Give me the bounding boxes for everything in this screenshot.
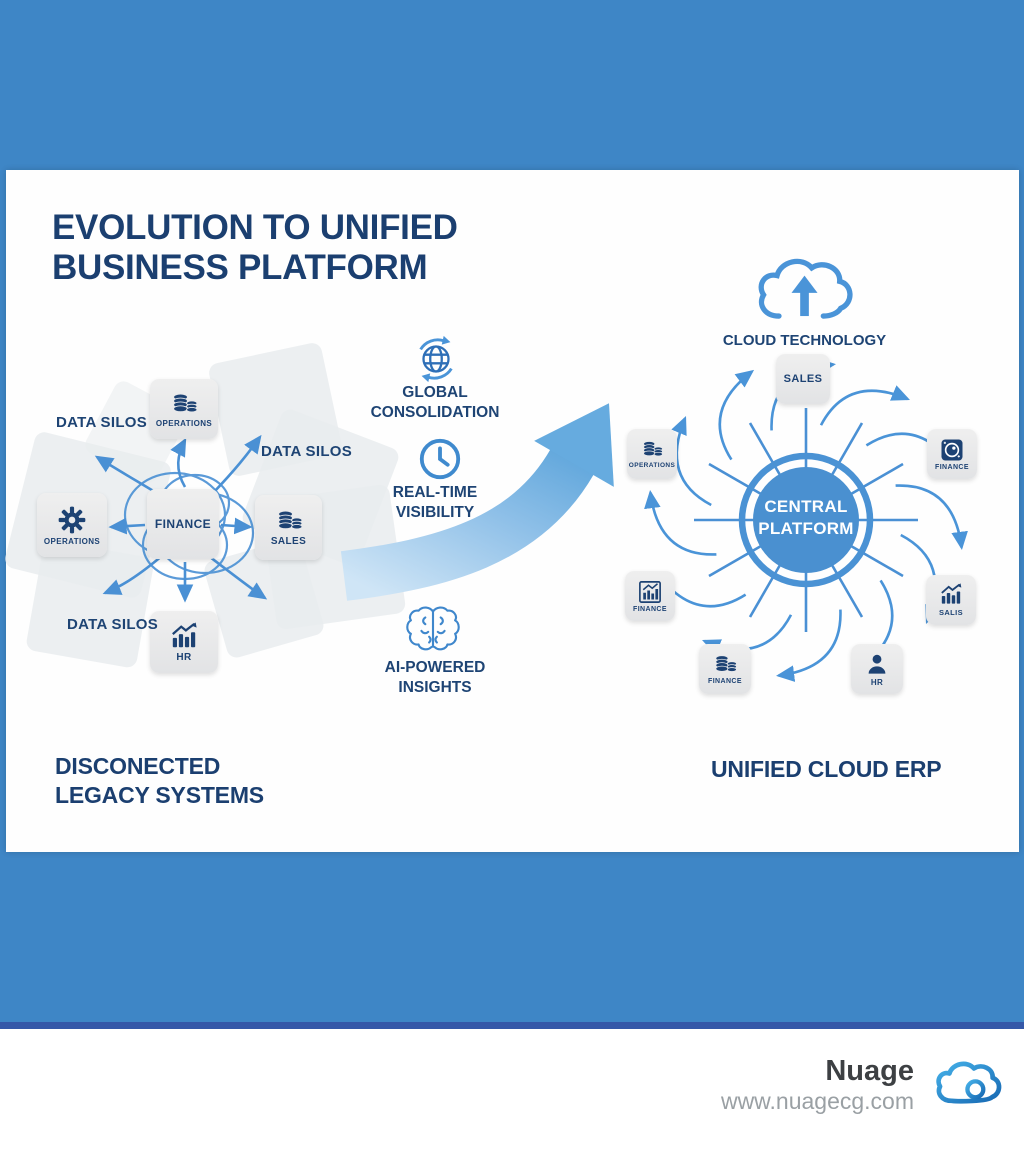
satellite-hr: HR (851, 644, 903, 694)
bar-chart-icon (938, 583, 964, 606)
cloud-technology-label: CLOUD TECHNOLOGY (722, 332, 887, 349)
satellite-finance-db: FINANCE (699, 644, 751, 694)
legacy-node-sales: SALES (255, 495, 322, 560)
satellite-salis: SALIS (926, 575, 976, 625)
legacy-node-operations-left: OPERATIONS (37, 493, 107, 557)
feature-ai-powered-insights: AI-POWERED INSIGHTS (384, 659, 486, 697)
node-label: OPERATIONS (43, 536, 101, 546)
person-icon (864, 652, 890, 676)
footer: Nuage www.nuagecg.com (720, 1055, 1002, 1115)
website-url: www.nuagecg.com (720, 1087, 914, 1114)
feature-real-time-visibility: REAL-TIME VISIBILITY (392, 484, 478, 522)
cloud-logo-icon (930, 1056, 1002, 1114)
database-icon (273, 508, 305, 534)
satellite-label: FINANCE (633, 605, 667, 613)
up-arrow-icon (800, 291, 809, 317)
data-silos-label: DATA SILOS (56, 414, 148, 431)
satellite-sales-top: SALES (776, 354, 830, 404)
globe-sync-icon (411, 334, 461, 384)
central-platform-hub: CENTRAL PLATFORM (758, 497, 854, 539)
database-icon (639, 439, 665, 460)
satellite-finance-chart: FINANCE (625, 571, 675, 621)
data-silos-label: DATA SILOS (261, 443, 353, 460)
data-silos-label: DATA SILOS (67, 616, 159, 633)
chart-frame-icon (638, 580, 662, 604)
satellite-finance-gauge: FINANCE (927, 429, 977, 479)
divider-line (0, 1022, 1024, 1029)
brand-name: Nuage (825, 1055, 914, 1087)
erp-heading: UNIFIED CLOUD ERP (711, 756, 942, 782)
feature-global-consolidation: GLOBAL CONSOLIDATION (370, 384, 500, 422)
legacy-node-finance: FINANCE (147, 489, 219, 559)
brain-icon (404, 604, 462, 654)
node-label: FINANCE (154, 517, 212, 531)
satellite-operations: OPERATIONS (627, 429, 677, 479)
legacy-node-operations-top: OPERATIONS (150, 379, 218, 439)
database-icon (711, 653, 739, 676)
node-label: HR (176, 651, 192, 663)
node-label: SALES (270, 536, 307, 547)
hub-graphic (644, 358, 968, 682)
satellite-label: SALES (783, 373, 823, 385)
transformation-arrow (340, 403, 614, 601)
gauge-icon (940, 438, 964, 462)
legacy-node-hr: HR (150, 611, 218, 673)
cloud-upload-icon (752, 252, 858, 330)
clock-icon (417, 436, 463, 482)
satellite-label: FINANCE (708, 678, 742, 685)
satellite-label: HR (870, 677, 884, 687)
page-title: EVOLUTION TO UNIFIED BUSINESS PLATFORM (52, 208, 458, 287)
legacy-heading: DISCONECTED LEGACY SYSTEMS (55, 753, 264, 808)
satellite-label: OPERATIONS (628, 462, 676, 469)
footer-band (0, 1029, 1024, 1154)
satellite-label: SALIS (938, 608, 964, 617)
node-label: OPERATIONS (155, 418, 213, 428)
gear-icon (57, 505, 87, 535)
satellite-label: FINANCE (935, 463, 969, 471)
bar-chart-icon (168, 621, 200, 650)
database-icon (168, 391, 200, 417)
